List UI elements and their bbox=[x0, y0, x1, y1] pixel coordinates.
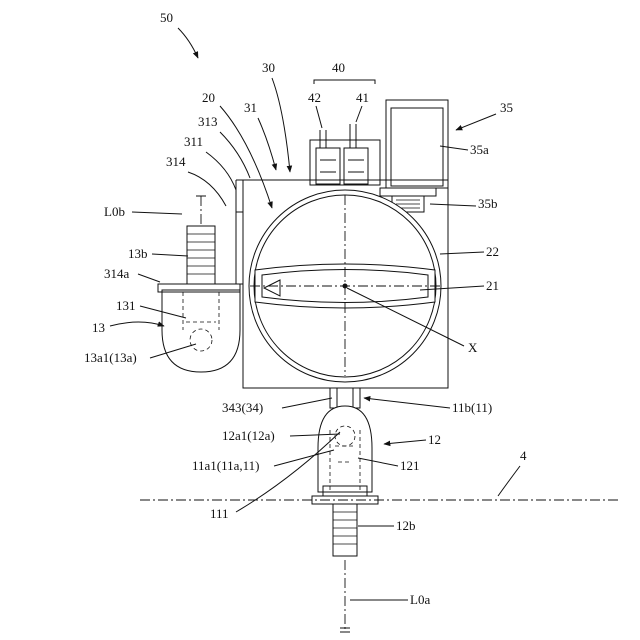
label-121: 121 bbox=[400, 458, 420, 473]
label-22: 22 bbox=[486, 244, 499, 259]
connector-block bbox=[310, 124, 380, 185]
label-11b: 11b(11) bbox=[452, 400, 492, 415]
nozzle-13 bbox=[158, 226, 240, 372]
label-20: 20 bbox=[202, 90, 215, 105]
label-4: 4 bbox=[520, 448, 527, 463]
label-11a1: 11a1(11a,11) bbox=[192, 458, 260, 473]
label-311: 311 bbox=[184, 134, 203, 149]
label-L0b: L0b bbox=[104, 204, 125, 219]
valve-ball bbox=[249, 190, 441, 382]
label-X: X bbox=[468, 340, 478, 355]
label-13a1: 13a1(13a) bbox=[84, 350, 137, 365]
label-131: 131 bbox=[116, 298, 136, 313]
label-31: 31 bbox=[244, 100, 257, 115]
label-30: 30 bbox=[262, 60, 275, 75]
label-343: 343(34) bbox=[222, 400, 263, 415]
label-L0a: L0a bbox=[410, 592, 430, 607]
stem-343 bbox=[330, 388, 360, 408]
label-35: 35 bbox=[500, 100, 513, 115]
label-42: 42 bbox=[308, 90, 321, 105]
label-314: 314 bbox=[166, 154, 186, 169]
label-41: 41 bbox=[356, 90, 369, 105]
label-35a: 35a bbox=[470, 142, 489, 157]
label-40: 40 bbox=[332, 60, 345, 75]
label-13b: 13b bbox=[128, 246, 148, 261]
label-35b: 35b bbox=[478, 196, 498, 211]
label-12: 12 bbox=[428, 432, 441, 447]
actuator-35 bbox=[380, 100, 448, 212]
label-50: 50 bbox=[160, 10, 173, 25]
label-12b: 12b bbox=[396, 518, 416, 533]
label-13: 13 bbox=[92, 320, 105, 335]
label-21: 21 bbox=[486, 278, 499, 293]
nozzle-12 bbox=[312, 406, 378, 556]
label-12a1: 12a1(12a) bbox=[222, 428, 275, 443]
label-313: 313 bbox=[198, 114, 218, 129]
label-314a: 314a bbox=[104, 266, 130, 281]
label-111: 111 bbox=[210, 506, 229, 521]
